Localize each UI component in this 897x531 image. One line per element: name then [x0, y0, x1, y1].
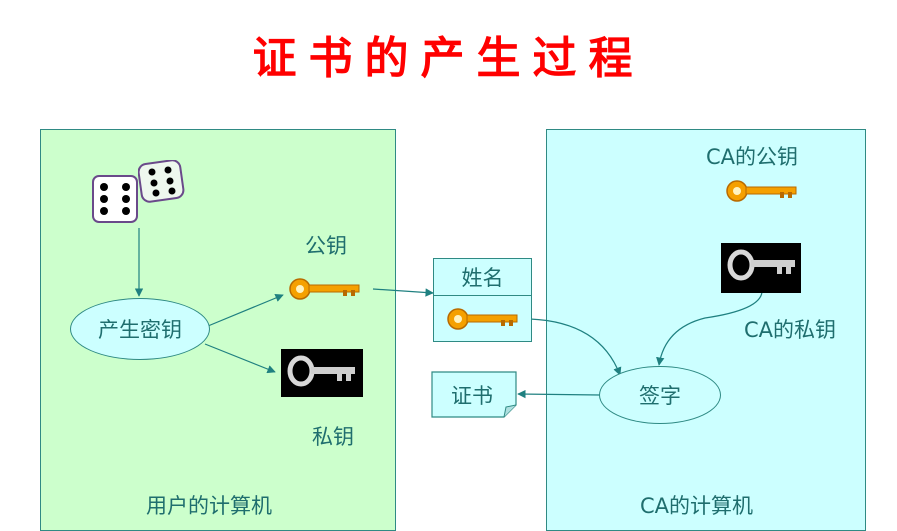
- public-key-label: 公钥: [305, 234, 347, 258]
- name-label: 姓名: [461, 266, 504, 290]
- gold-key-icon: [289, 278, 360, 300]
- keygen-to-public-key-arrow: [207, 294, 284, 327]
- ca-private-key-to-sign-arrow: [656, 291, 763, 366]
- keygen-to-private-key-arrow: [204, 343, 276, 374]
- name-field: 姓名: [434, 259, 531, 296]
- user-computer-label: 用户的计算机: [146, 494, 272, 518]
- sign-label: 签字: [639, 384, 681, 408]
- sign-node: 签字: [599, 366, 721, 424]
- dice-icon: [92, 175, 138, 223]
- black-key-icon: [721, 243, 801, 293]
- sign-to-certificate-arrow: [517, 389, 601, 399]
- public-key-to-cert-arrow: [372, 288, 434, 297]
- keygen-label: 产生密钥: [98, 318, 182, 342]
- ca-computer-label: CA的计算机: [640, 494, 754, 518]
- ca-public-key-label: CA的公钥: [706, 145, 799, 169]
- certificate-label: 证书: [451, 384, 493, 408]
- keygen-node: 产生密钥: [70, 298, 210, 360]
- gold-key-icon: [446, 308, 517, 330]
- black-key-icon: [281, 349, 363, 397]
- dice-icon: [138, 160, 185, 203]
- gold-key-icon: [726, 180, 797, 202]
- cert-request-box: 姓名: [433, 258, 532, 342]
- ca-private-key-label: CA的私钥: [744, 318, 837, 342]
- cert-to-sign-arrow: [529, 318, 622, 376]
- page-title: 证书的产生过程: [252, 33, 645, 84]
- cert-key-field: [434, 296, 531, 342]
- certificate-document-icon: [431, 371, 517, 418]
- private-key-label: 私钥: [312, 425, 354, 449]
